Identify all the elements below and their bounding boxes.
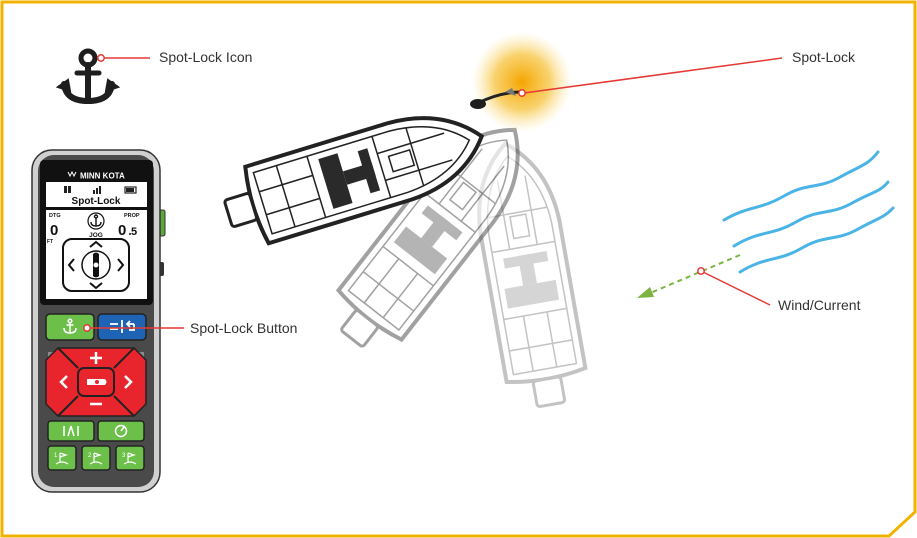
svg-text:2: 2 — [88, 453, 92, 459]
label-spotlock: Spot-Lock — [792, 49, 856, 65]
remote-prop-value: 0 — [118, 222, 126, 239]
remote-control: 1 2 3 MINN KOTA Spot-Lock DTG 0 FT JOG P… — [31, 149, 166, 493]
remote-prop-decimal: 5 — [131, 226, 137, 238]
remote-prop-label: PROP — [124, 213, 140, 219]
spot-2-button[interactable] — [81, 445, 111, 471]
callout-line-spotlock — [523, 57, 783, 94]
remote-jog-label: JOG — [89, 232, 103, 239]
remote-unit-label: FT — [47, 239, 53, 245]
callout-dot-spotlock — [518, 89, 526, 97]
spotlock-button-anchor-icon — [63, 318, 77, 334]
anchor-icon — [55, 48, 121, 105]
remote-dtg-label: DTG — [49, 213, 61, 219]
wind-waves — [722, 150, 895, 274]
direction-pad[interactable] — [45, 347, 147, 417]
label-spotlock-icon: Spot-Lock Icon — [159, 49, 253, 65]
wind-direction-arrow — [637, 254, 741, 298]
mode-button-icon — [110, 320, 135, 333]
svg-text:3: 3 — [122, 453, 126, 459]
label-wind-current: Wind/Current — [778, 297, 861, 313]
callout-dot-wind — [697, 267, 705, 275]
spot-3-button[interactable] — [115, 445, 145, 471]
callout-line-wind — [702, 271, 771, 306]
autopilot-button[interactable] — [47, 420, 95, 442]
label-spotlock-button: Spot-Lock Button — [190, 320, 298, 336]
svg-text:1: 1 — [54, 453, 58, 459]
spotlock-glow — [472, 32, 572, 132]
callout-dot-spotlock-button — [83, 324, 91, 332]
callout-dot-spotlock-icon — [97, 54, 105, 62]
remote-dtg-value: 0 — [50, 222, 58, 239]
remote-screen-title: Spot-Lock — [72, 196, 121, 207]
remote-brand: MINN KOTA — [80, 172, 125, 181]
spot-1-button[interactable] — [47, 445, 77, 471]
